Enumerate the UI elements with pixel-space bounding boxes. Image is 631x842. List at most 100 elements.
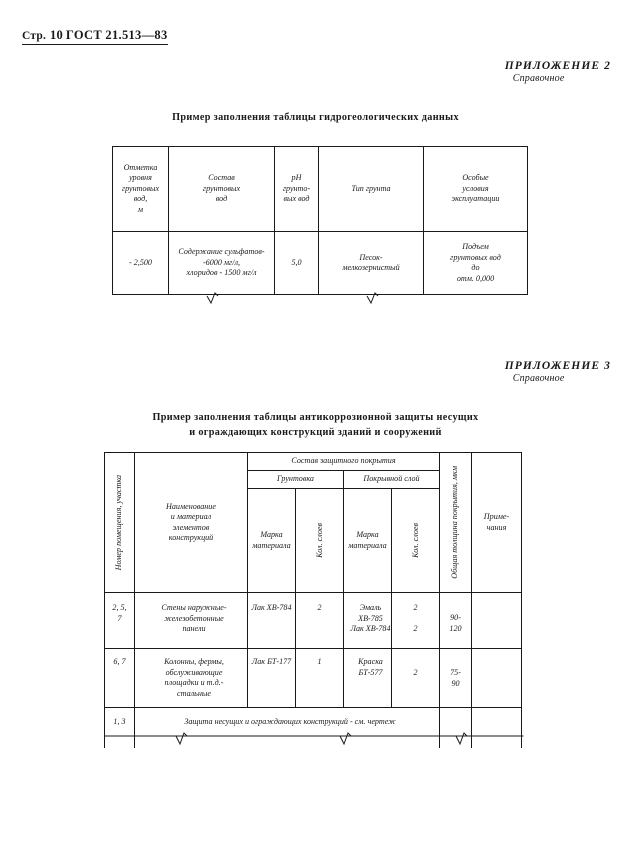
- cell-topcoat-layers: 2 2: [391, 592, 440, 649]
- header-line: элементов: [172, 522, 210, 532]
- cell-total-thickness: [439, 707, 472, 748]
- header-total-thickness: Общая толщина покрытия, мкм: [439, 452, 472, 593]
- header-line: условия: [462, 183, 489, 193]
- header-coating-composition: Состав защитного покрытия: [247, 452, 440, 471]
- header-line: вод: [215, 194, 228, 204]
- header-topcoat-layers: Кол. слоев: [391, 488, 440, 593]
- caption-hydro-table: Пример заполнения таблицы гидрогеологиче…: [172, 112, 459, 123]
- cell-line: -6000 мг/л,: [202, 257, 241, 267]
- header-primer-layers: Кол. слоев: [295, 488, 344, 593]
- cell-element-name: Стены наружные- железобетонные панели: [134, 592, 248, 649]
- appendix-2-block: ПРИЛОЖЕНИЕ 2 Справочное: [505, 60, 611, 84]
- table-row: 1, 3 Защита несущих и ограждающих констр…: [104, 707, 522, 748]
- cell-line: БТ-577: [358, 667, 383, 677]
- cell-line: [392, 657, 439, 668]
- table-header-sub-row: Грунтовка Покрывной слой: [105, 470, 522, 489]
- cell-line: 2: [413, 624, 418, 633]
- header-ph: рН грунто- вых вод: [274, 146, 319, 232]
- appendix-2-subtitle: Справочное: [512, 73, 565, 84]
- appendix-2-title: ПРИЛОЖЕНИЕ 2: [504, 60, 611, 72]
- cell-line: Подъем: [462, 242, 489, 251]
- header-line: грунтовых: [202, 183, 241, 193]
- page-label: Стр.: [22, 30, 47, 42]
- header-groundwater-level: Отметка уровня грунтовых вод, м: [112, 146, 169, 232]
- header-line: конструкций: [168, 533, 214, 542]
- cell-topcoat-layers: 2: [391, 648, 440, 708]
- cell-line: Лак ХВ-784: [350, 624, 391, 633]
- cell-line: Эмаль: [359, 603, 382, 612]
- header-primer-group: Грунтовка: [247, 470, 344, 489]
- cell-line: 90: [451, 678, 460, 688]
- table-row: - 2,500 Содержание сульфатов- -6000 мг/л…: [112, 231, 528, 295]
- cell-line: стальные: [177, 688, 211, 698]
- header-topcoat-brand: Марка материала: [343, 488, 392, 593]
- cell-primer-brand: Лак БТ-177: [247, 648, 296, 708]
- cell-line: 2, 5,: [112, 603, 127, 612]
- cell-line: грунтовых вод: [450, 252, 501, 262]
- cell-line: железобетонные: [164, 613, 224, 623]
- header-line: материала: [252, 540, 291, 550]
- cell-line: Содержание сульфатов-: [178, 247, 265, 257]
- cell-line: 2: [413, 667, 418, 677]
- cell-ph: 5,0: [274, 231, 319, 295]
- table-header-group-row: Номер помещения, участка Наименование и …: [104, 452, 522, 593]
- cell-line: 2: [317, 603, 322, 612]
- cell-line: Краска: [358, 657, 383, 666]
- cell-line: панели: [182, 624, 206, 633]
- cell-line: 120: [449, 623, 462, 633]
- cell-line: 7: [117, 613, 122, 623]
- appendix-3-title: ПРИЛОЖЕНИЕ 3: [504, 360, 611, 372]
- header-total-thickness-text: Общая толщина покрытия, мкм: [450, 466, 460, 579]
- cell-room-number: 6, 7: [104, 648, 135, 708]
- cell-notes: [471, 707, 522, 748]
- cell-line: мелкозернистый: [342, 263, 400, 272]
- cell-topcoat-brand: Эмаль ХВ-785 Лак ХВ-784: [343, 592, 392, 649]
- caption-line-2: и ограждающих конструкций зданий и соору…: [189, 427, 442, 438]
- header-line: Тип грунта: [351, 183, 391, 193]
- header-line: Марка: [356, 530, 379, 539]
- cell-special-conditions: Подъем грунтовых вод до отм. 0,000: [423, 231, 528, 295]
- cell-line: 75-: [450, 668, 461, 677]
- header-primer-brand: Марка материала: [247, 488, 296, 593]
- header-line: м: [137, 204, 144, 214]
- cell-line: ХВ-785: [358, 613, 383, 623]
- cell-line: Песок-: [359, 252, 383, 262]
- header-line: вод,: [133, 194, 148, 204]
- header-topcoat-group: Покрывной слой: [343, 470, 440, 489]
- table-row: 2, 5, 7 Стены наружные- железобетонные п…: [104, 592, 522, 649]
- cell-groundwater-composition: Содержание сульфатов- -6000 мг/л, хлорид…: [168, 231, 275, 295]
- cell-line: до: [471, 263, 480, 272]
- header-line: уровня: [129, 173, 152, 183]
- header-notes: Приме- чания: [471, 452, 522, 593]
- appendix-3-block: ПРИЛОЖЕНИЕ 3 Справочное: [505, 360, 611, 384]
- cell-element-name: Колонны, фермы, обслуживающие площадки и…: [134, 648, 248, 708]
- cell-line: Стены наружные-: [161, 603, 227, 612]
- cell-line: Лак ХВ-784: [251, 603, 292, 612]
- cell-total-thickness: 90- 120: [439, 592, 472, 649]
- cell-primer-brand: Лак ХВ-784: [247, 592, 296, 649]
- cell-soil-type: Песок- мелкозернистый: [318, 231, 424, 295]
- cell-line: площадки и т.д.-: [164, 678, 224, 687]
- header-line: Приме-: [483, 512, 510, 521]
- header-room-number: Номер помещения, участка: [104, 452, 135, 593]
- header-line: грунтовых: [121, 183, 160, 193]
- header-room-number-text: Номер помещения, участка: [114, 474, 124, 571]
- cell-line: хлоридов - 1500 мг/л: [186, 268, 257, 278]
- header-line: чания: [486, 522, 507, 532]
- appendix-3-subtitle: Справочное: [512, 373, 565, 384]
- cell-groundwater-level: - 2,500: [112, 231, 169, 295]
- cell-total-thickness: 75- 90: [439, 648, 472, 708]
- table-row: 6, 7 Колонны, фермы, обслуживающие площа…: [104, 648, 522, 708]
- header-primer-layers-text: Кол. слоев: [314, 523, 324, 558]
- cell-notes: [471, 592, 522, 649]
- header-element-name: Наименование и материал элементов констр…: [134, 452, 248, 593]
- cell-notes: [471, 648, 522, 708]
- cell-primer-layers: 2: [295, 592, 344, 649]
- header-soil-type: Тип грунта: [318, 146, 424, 232]
- cell-span-note: Защита несущих и ограждающих конструкций…: [134, 707, 440, 748]
- cell-line: 1: [317, 657, 322, 666]
- header-topcoat-layers-text: Кол. слоев: [410, 523, 420, 558]
- header-line: Марка: [260, 530, 283, 539]
- cell-topcoat-brand: Краска БТ-577: [343, 648, 392, 708]
